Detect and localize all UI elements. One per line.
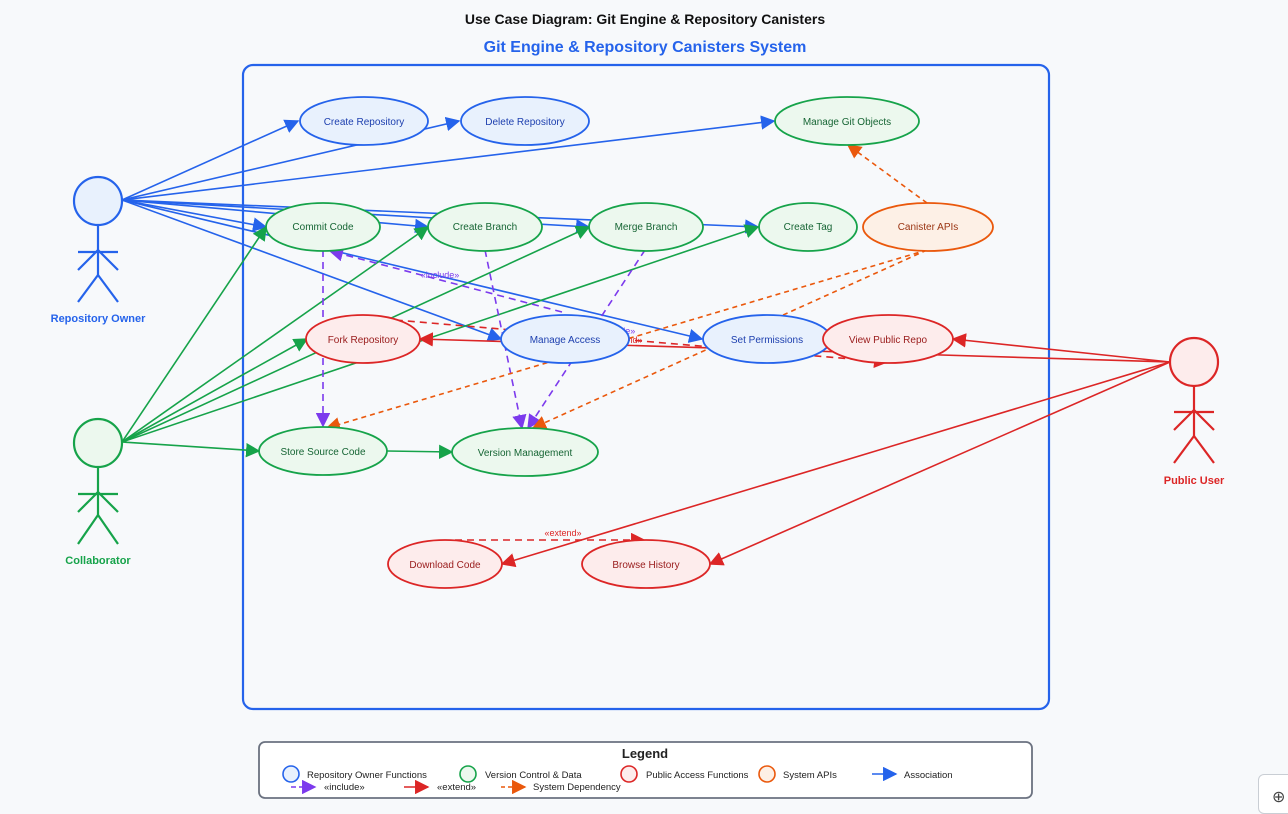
use-case-label: Version Management (478, 448, 573, 459)
use-case-label: Browse History (612, 560, 679, 571)
extend-label: «extend» (544, 528, 581, 538)
use-case-label: Create Tag (784, 222, 833, 233)
legend-version-swatch (459, 765, 477, 783)
actor-head (1168, 336, 1220, 388)
assoc-collab-commit (121, 225, 267, 443)
legend-title: Legend (622, 746, 668, 761)
actor-label: Public User (1164, 475, 1225, 487)
assoc-store-version (386, 444, 454, 459)
use-case-label: Fork Repository (328, 335, 399, 346)
use-case-label: Manage Access (530, 335, 601, 346)
use-case-manage-access[interactable]: Manage Access (500, 314, 630, 364)
actor-head (72, 417, 124, 469)
actor-public-user[interactable]: Public User (1164, 336, 1225, 487)
legend-system-apis: System APIs (783, 770, 837, 781)
actor-label: Collaborator (65, 555, 131, 567)
dep-api-objects (846, 144, 928, 204)
legend-owner-functions: Repository Owner Functions (307, 770, 427, 781)
use-case-set-permissions[interactable]: Set Permissions (702, 314, 832, 364)
use-cases: Create Repository Delete Repository Mana… (258, 96, 994, 589)
use-case-create-branch[interactable]: Create Branch (427, 202, 543, 252)
assoc-public-download (500, 361, 1171, 568)
include-label: «include» (421, 270, 460, 280)
use-case-label: Canister APIs (898, 222, 959, 233)
legend-api-swatch (758, 765, 776, 783)
diagram-title: Use Case Diagram: Git Engine & Repositor… (465, 11, 825, 27)
legend-dependency: System Dependency (533, 782, 621, 793)
legend: Legend Repository Owner Functions Versio… (258, 741, 1033, 799)
include-access-commit (328, 247, 563, 313)
assoc-collab-fork (121, 338, 309, 443)
legend-public-swatch (620, 765, 638, 783)
legend-version-control: Version Control & Data (485, 770, 582, 781)
use-case-view-public-repo[interactable]: View Public Repo (822, 314, 954, 364)
assoc-owner-commit (121, 199, 268, 232)
use-case-label: Merge Branch (615, 222, 678, 233)
use-case-create-repository[interactable]: Create Repository (299, 96, 429, 146)
use-case-label: Download Code (409, 560, 481, 571)
zoom-in-icon: ⊕ (1272, 787, 1286, 806)
use-case-manage-git-objects[interactable]: Manage Git Objects (774, 96, 920, 146)
use-case-label: Delete Repository (485, 117, 564, 128)
assoc-owner-manage-objects (121, 115, 776, 201)
use-case-label: Set Permissions (731, 335, 803, 346)
use-case-commit-code[interactable]: Commit Code (265, 202, 381, 252)
assoc-owner-manage-access (121, 199, 503, 342)
use-case-browse-history[interactable]: Browse History (581, 539, 711, 589)
assoc-collab-create-branch (121, 226, 430, 443)
assoc-public-view-repo (951, 333, 1171, 363)
use-case-label: Create Repository (324, 117, 405, 128)
use-case-download-code[interactable]: Download Code (387, 539, 503, 589)
use-case-fork-repository[interactable]: Fork Repository (305, 314, 421, 364)
actor-label: Repository Owner (51, 313, 146, 325)
use-case-merge-branch[interactable]: Merge Branch (588, 202, 704, 252)
use-case-version-management[interactable]: Version Management (451, 427, 599, 477)
legend-include: «include» (324, 782, 365, 793)
legend-box (258, 741, 1033, 799)
assoc-collab-create-tag (121, 224, 760, 443)
assoc-collab-store-source (121, 441, 261, 458)
assoc-owner-create-repo (121, 119, 300, 201)
dependency-relations (325, 144, 928, 432)
use-case-label: Commit Code (292, 222, 354, 233)
use-case-label: Manage Git Objects (803, 117, 891, 128)
use-case-canister-apis[interactable]: Canister APIs (862, 202, 994, 252)
legend-extend: «extend» (437, 782, 476, 793)
system-boundary (241, 63, 1051, 711)
use-case-store-source-code[interactable]: Store Source Code (258, 426, 388, 476)
assoc-owner-set-permissions (121, 199, 704, 343)
zoom-in-button[interactable]: ⊕ (1258, 774, 1288, 814)
collaborator-associations (121, 224, 760, 459)
assoc-public-browse (708, 361, 1171, 566)
actor-head (72, 175, 124, 227)
legend-association: Association (904, 770, 953, 781)
use-case-delete-repository[interactable]: Delete Repository (460, 96, 590, 146)
actor-collaborator[interactable]: Collaborator (65, 417, 131, 567)
use-case-create-tag[interactable]: Create Tag (758, 202, 858, 252)
legend-public-access: Public Access Functions (646, 770, 749, 781)
legend-owner-swatch (282, 765, 300, 783)
system-title: Git Engine & Repository Canisters System (484, 39, 807, 56)
use-case-label: View Public Repo (849, 335, 928, 346)
use-case-label: Store Source Code (280, 447, 365, 458)
use-case-label: Create Branch (453, 222, 517, 233)
actor-repository-owner[interactable]: Repository Owner (51, 175, 146, 325)
relation-labels: «include» «include» «include» «include» … (331, 270, 643, 538)
